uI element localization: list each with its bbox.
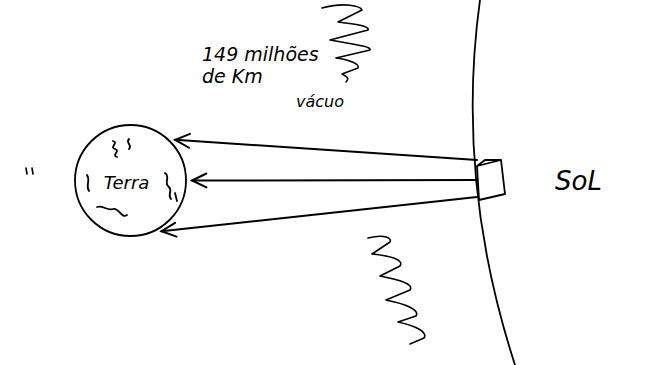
- tick-marks: [26, 168, 33, 174]
- star-name: SoL: [555, 166, 602, 196]
- sun-surface-outline: [455, 0, 645, 365]
- squiggle: [368, 236, 425, 344]
- planet-name: Terra: [104, 172, 150, 193]
- earth-circle: Terra: [73, 123, 188, 238]
- light-ray-arrow: [192, 174, 477, 188]
- squiggle: [322, 5, 370, 82]
- sun-surface: SoL: [455, 0, 645, 365]
- light-ray-arrow: [175, 134, 477, 160]
- light-ray-arrow: [161, 197, 477, 237]
- note-label: vácuo: [296, 92, 344, 111]
- distance-label: 149 milhões de Km: [200, 44, 322, 88]
